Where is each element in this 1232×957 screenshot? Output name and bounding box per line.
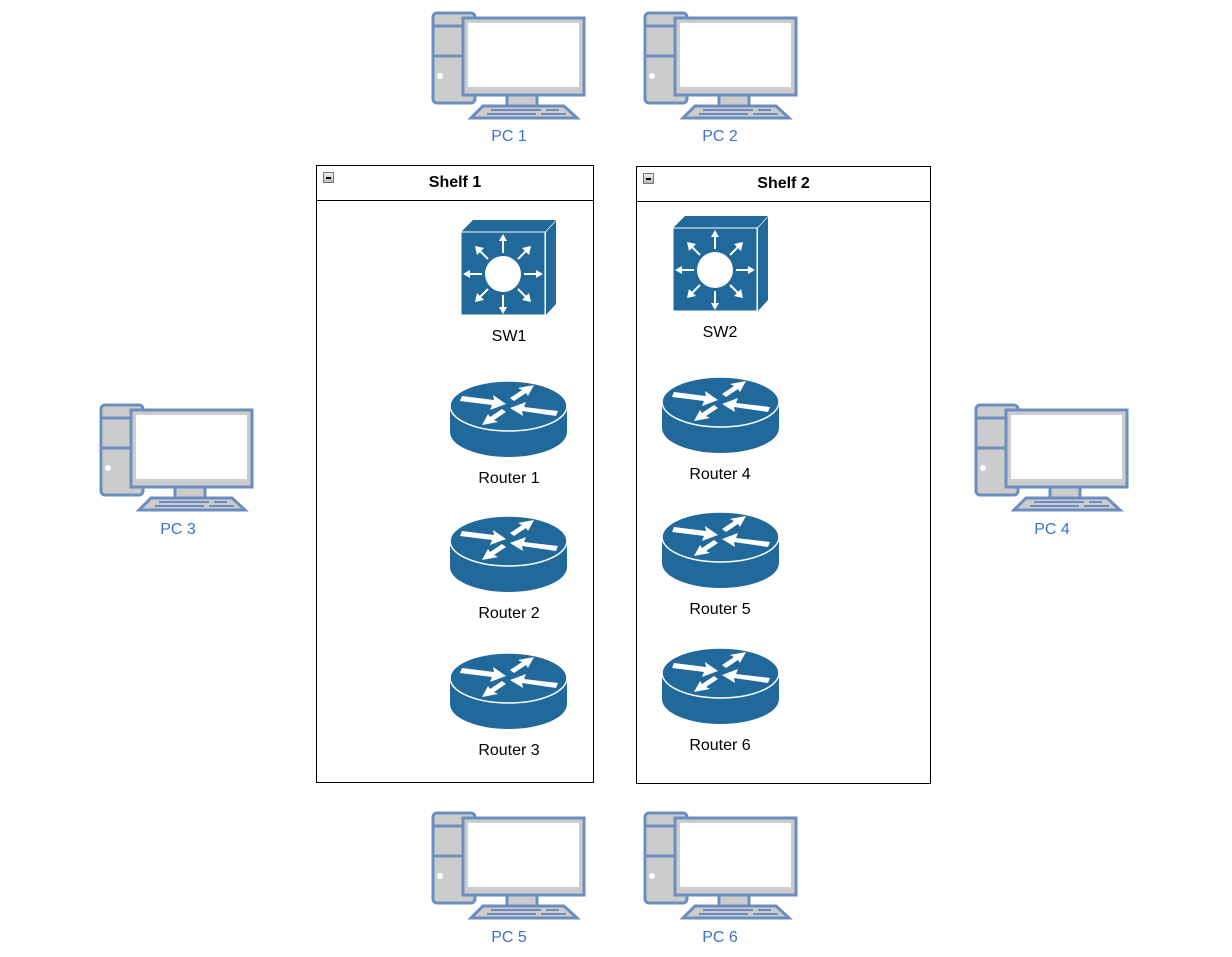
pc-6-label: PC 6 (702, 929, 738, 946)
router-6-icon[interactable] (662, 647, 779, 725)
shelf-2-header: Shelf 2 (637, 167, 930, 202)
router-3-icon[interactable] (450, 652, 567, 730)
shelf-1-header: Shelf 1 (317, 166, 593, 201)
pc-4-label: PC 4 (1034, 521, 1070, 538)
router-5-icon[interactable] (662, 511, 779, 589)
router-4-label: Router 4 (689, 466, 751, 483)
router-1-icon[interactable] (450, 380, 567, 458)
router-6-label: Router 6 (689, 737, 751, 754)
pc-2-label: PC 2 (702, 128, 738, 145)
sw2-switch-icon[interactable] (673, 216, 768, 312)
pc-3-icon[interactable] (99, 403, 254, 512)
pc-4-icon[interactable] (974, 403, 1129, 512)
router-2-label: Router 2 (478, 605, 540, 622)
sw1-label: SW1 (491, 328, 527, 345)
pc-5-label: PC 5 (491, 929, 527, 946)
pc-3-label: PC 3 (160, 521, 196, 538)
pc-6-icon[interactable] (643, 811, 798, 920)
router-5-label: Router 5 (689, 601, 751, 618)
sw2-label: SW2 (702, 324, 738, 341)
collapse-icon[interactable] (323, 172, 334, 183)
router-4-icon[interactable] (662, 376, 779, 454)
pc-5-icon[interactable] (431, 811, 586, 920)
collapse-icon[interactable] (643, 173, 654, 184)
router-1-label: Router 1 (478, 470, 540, 487)
shelf-2-title: Shelf 2 (757, 175, 810, 192)
pc-2-icon[interactable] (643, 11, 798, 120)
router-2-icon[interactable] (450, 515, 567, 593)
shelf-1-title: Shelf 1 (428, 174, 482, 191)
pc-1-icon[interactable] (431, 11, 586, 120)
pc-1-label: PC 1 (491, 128, 527, 145)
router-3-label: Router 3 (478, 742, 540, 759)
sw1-switch-icon[interactable] (461, 220, 556, 316)
